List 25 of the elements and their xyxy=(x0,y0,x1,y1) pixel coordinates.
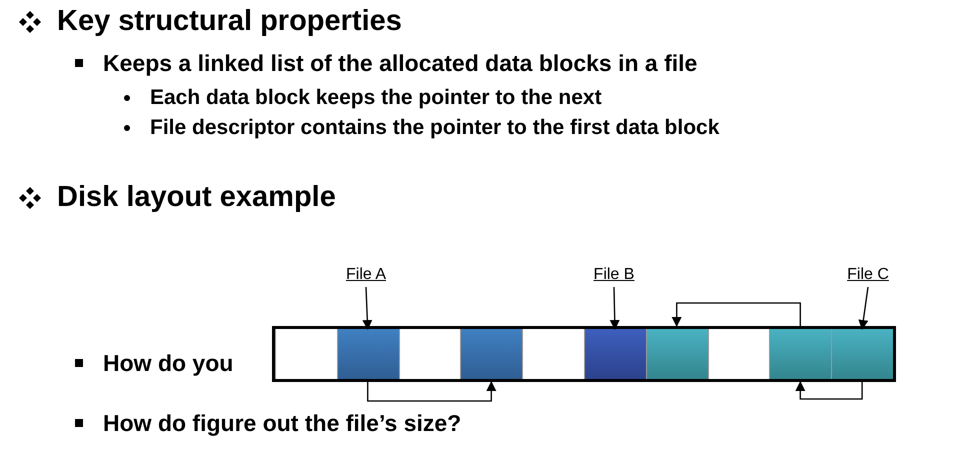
pointer-arrow xyxy=(362,286,372,330)
pointer-arrow xyxy=(795,381,863,400)
disk-block xyxy=(336,329,399,379)
disk-block xyxy=(398,329,460,379)
bullet-text: Keeps a linked list of the allocated data blocks in a file xyxy=(103,49,698,78)
pointer-arrow xyxy=(610,286,620,330)
disk-bar xyxy=(272,326,896,382)
disk-block xyxy=(769,329,832,379)
bullet-text: Each data block keeps the pointer to the next xyxy=(150,85,602,111)
pointer-arrow xyxy=(367,381,496,402)
pointer-arrow xyxy=(672,302,801,327)
disk-block xyxy=(831,329,893,379)
disk-block xyxy=(646,329,708,379)
file-label: File A xyxy=(346,265,386,285)
file-label: File C xyxy=(847,265,889,285)
disk-block xyxy=(584,329,646,379)
file-label: File B xyxy=(594,265,634,285)
bullet-text: How do you xyxy=(103,349,234,378)
disk-block xyxy=(708,329,770,379)
pointer-arrow xyxy=(858,286,869,330)
heading: Key structural properties xyxy=(57,4,402,39)
bullet-text: How do figure out the file’s size? xyxy=(103,409,462,438)
bullet-text: File descriptor contains the pointer to the first data block xyxy=(150,115,720,141)
disk-block xyxy=(460,329,522,379)
heading: Disk layout example xyxy=(57,180,336,215)
